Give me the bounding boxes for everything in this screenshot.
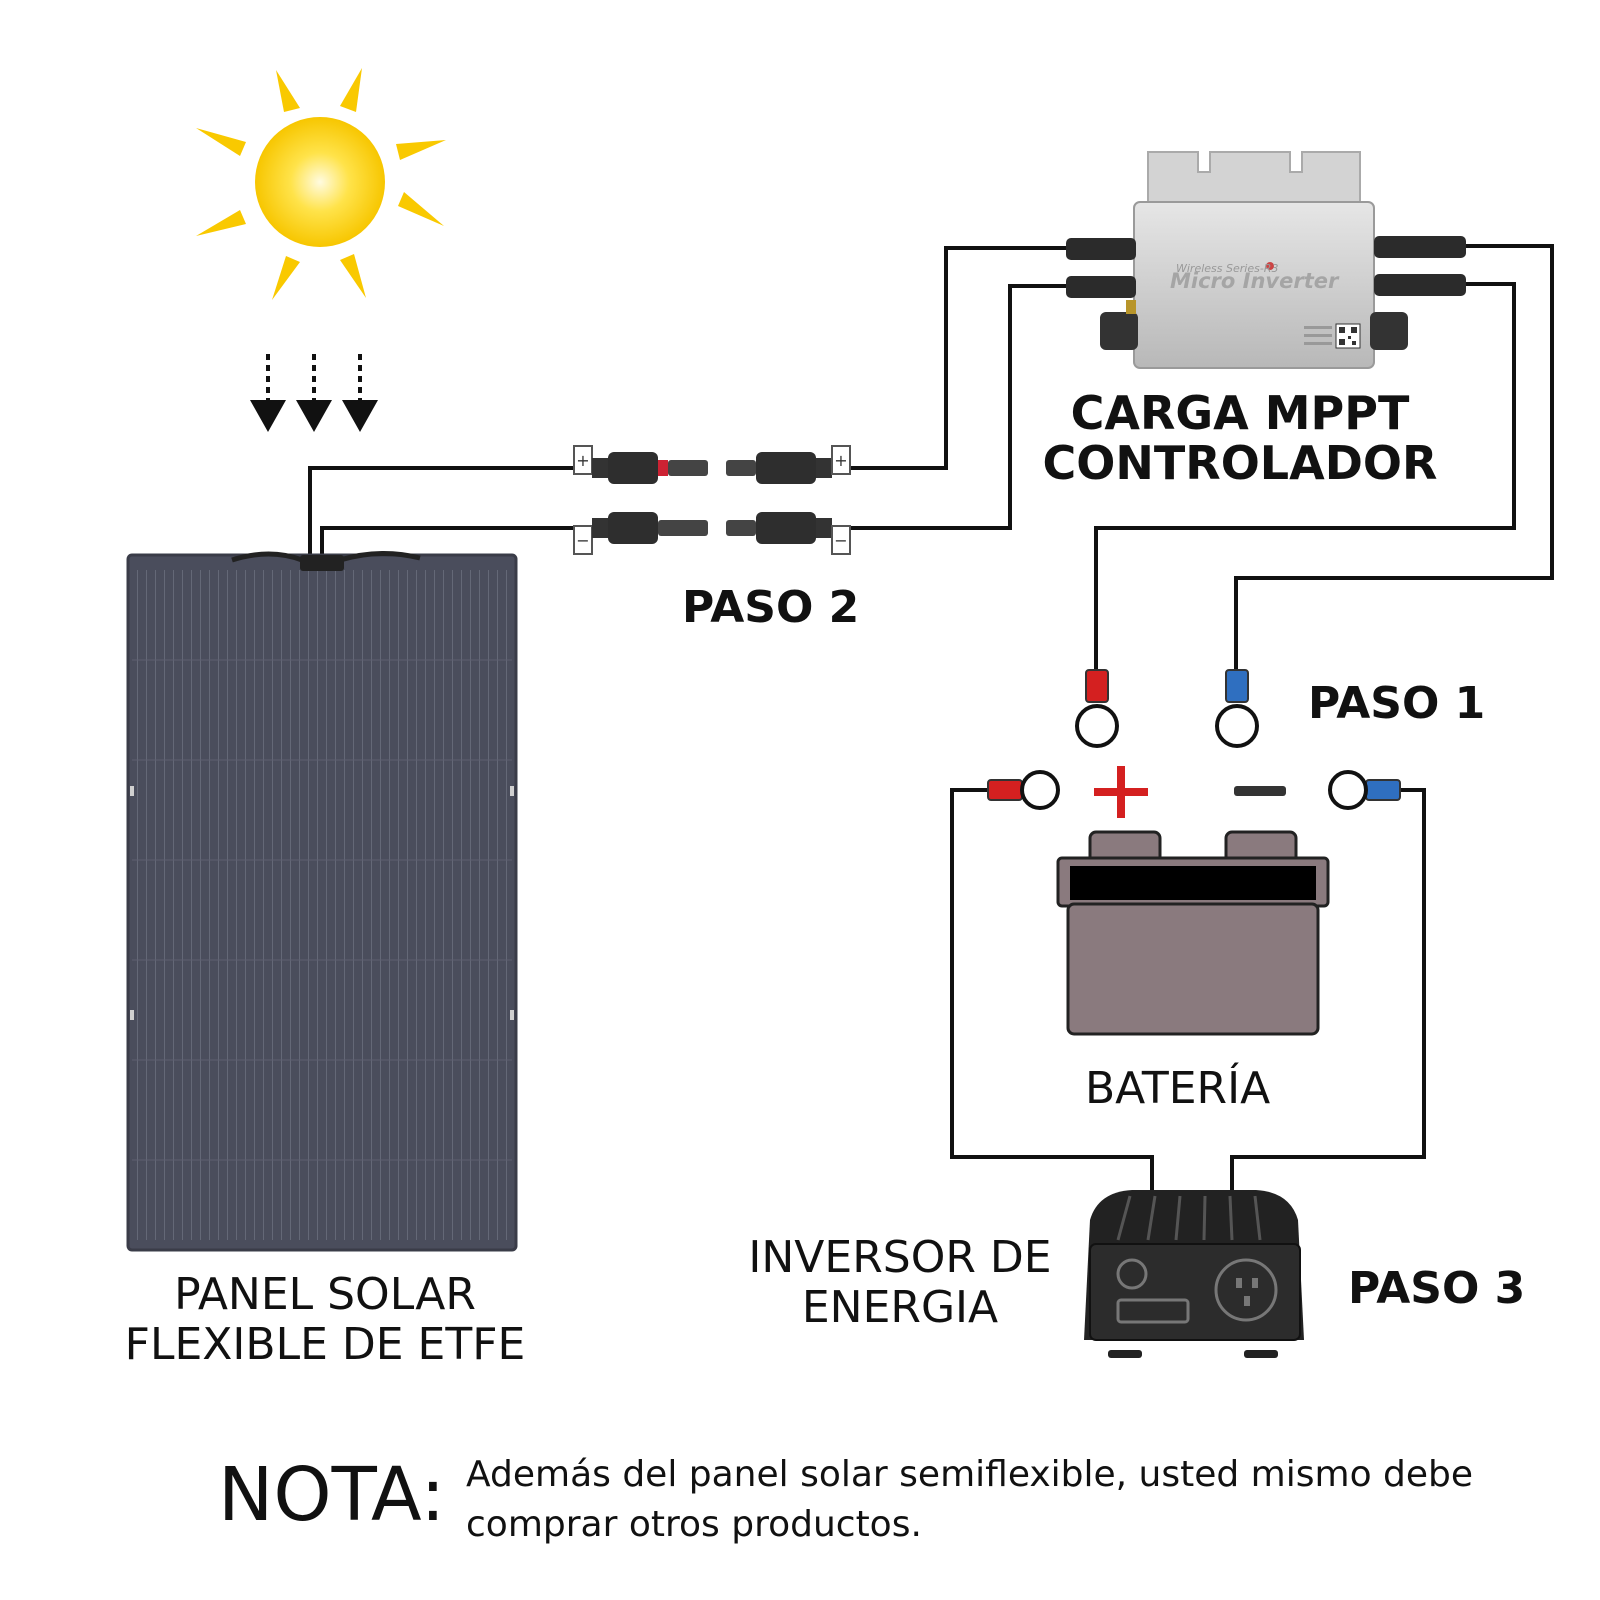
terminal-negative-top <box>1215 669 1259 748</box>
note-text: Además del panel solar semiflexible, ust… <box>466 1450 1526 1550</box>
junction-box <box>300 555 344 571</box>
inverter-caption: CARGA MPPT CONTROLADOR <box>1040 388 1440 488</box>
power-inverter-device <box>1084 1190 1304 1358</box>
panel-cell-rows <box>132 659 512 1161</box>
positive-mark-left: + <box>576 451 589 470</box>
note-heading: NOTA: <box>218 1452 446 1538</box>
inverter-caption-line-2: CONTROLADOR <box>1042 436 1438 490</box>
step-1-label: PASO 1 <box>1308 678 1486 729</box>
flexible-solar-panel <box>126 551 518 1252</box>
battery-icon <box>1056 830 1330 1036</box>
negative-mark-left: − <box>576 531 589 550</box>
sun-rays <box>196 68 446 300</box>
step-2-label: PASO 2 <box>682 582 860 633</box>
panel-label-line-2: FLEXIBLE DE ETFE <box>124 1319 526 1370</box>
plus-sign-icon <box>1094 766 1148 818</box>
sun-icon <box>196 68 446 300</box>
inverter-input-wire-1 <box>850 246 1066 470</box>
inverter-positive-out-wire <box>1094 282 1516 670</box>
ac-port-right <box>1370 312 1408 350</box>
wiring <box>308 244 1554 1190</box>
panel-label-line-1: PANEL SOLAR <box>174 1269 476 1320</box>
panel-negative-wire <box>320 526 574 555</box>
inverter-foot-right <box>1244 1350 1278 1358</box>
mc4-connector-negative: − − <box>573 512 851 555</box>
battery-label: BATERÍA <box>1085 1063 1271 1114</box>
panel-label: PANEL SOLAR FLEXIBLE DE ETFE <box>110 1270 540 1370</box>
minus-sign-icon <box>1234 786 1286 796</box>
inverter-fins <box>1116 1195 1262 1241</box>
mc4-connectors: + + − − <box>573 445 851 555</box>
power-inverter-label: INVERSOR DE ENERGIA <box>730 1233 1070 1333</box>
status-led <box>1266 262 1274 270</box>
inverter-foot-left <box>1108 1350 1142 1358</box>
display-panel <box>1116 1298 1190 1324</box>
terminal-negative-side <box>1328 770 1401 810</box>
panel-positive-wire <box>308 466 574 555</box>
micro-inverter-device: Wireless Series-R3 Micro Inverter <box>1066 151 1466 369</box>
panel-grommets <box>130 786 514 1020</box>
inverter-caption-line-1: CARGA MPPT <box>1070 386 1410 440</box>
ac-outlet-icon <box>1214 1258 1278 1322</box>
mc4-connector-positive: + + <box>573 445 851 484</box>
step-3-label: PASO 3 <box>1348 1263 1526 1314</box>
note-line-1: Además del panel solar semiflexible, ust… <box>466 1454 1474 1495</box>
ac-port-left <box>1100 312 1138 350</box>
terminal-positive-side <box>987 770 1060 810</box>
inverter-model-text: Micro Inverter <box>1170 269 1340 293</box>
power-inverter-label-line-2: ENERGIA <box>801 1282 999 1333</box>
panel-cable <box>231 551 303 563</box>
battery-to-inverter-negative-wire <box>1230 788 1426 1190</box>
terminal-positive-top <box>1075 669 1119 748</box>
inverter-input-wire-2 <box>850 284 1066 530</box>
sun-disc <box>255 117 385 247</box>
positive-mark-right: + <box>834 451 847 470</box>
inverter-negative-out-wire <box>1234 244 1554 670</box>
power-inverter-label-line-1: INVERSOR DE <box>748 1232 1052 1283</box>
power-button-icon <box>1116 1258 1148 1290</box>
battery-to-inverter-positive-wire <box>950 788 1154 1190</box>
inverter-series-text: Wireless Series-R3 <box>1176 262 1278 275</box>
negative-mark-right: − <box>834 531 847 550</box>
inverter-dc-connectors <box>1066 236 1466 298</box>
note-line-2: comprar otros productos. <box>466 1504 922 1545</box>
sunlight-arrows-icon <box>250 354 378 432</box>
